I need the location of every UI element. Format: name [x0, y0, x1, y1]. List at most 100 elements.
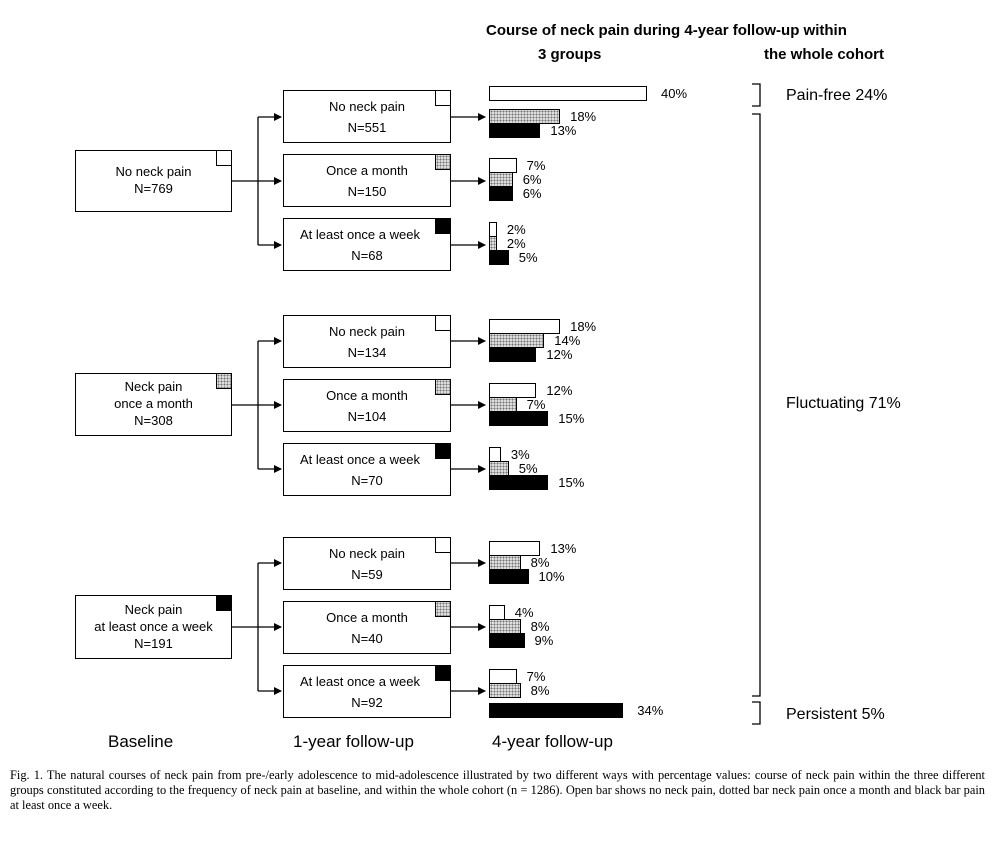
bar-black: [489, 569, 529, 584]
followup-count: N=104: [347, 409, 387, 424]
cohort-fluctuating-label: Fluctuating 71%: [786, 395, 901, 412]
percent-label: 40%: [661, 86, 688, 101]
bar-open: [489, 605, 505, 620]
baseline-count: N=308: [134, 413, 173, 428]
column-label-1-year: 1-year follow-up: [293, 732, 414, 751]
bar-black: [489, 411, 549, 426]
bar-black: [489, 633, 525, 648]
followup-label: No neck pain: [329, 99, 405, 114]
followup-label: Once a month: [326, 163, 408, 178]
bar-open: [489, 669, 517, 684]
percent-label: 12%: [546, 383, 573, 398]
followup-count: N=68: [351, 248, 383, 263]
followup-label: No neck pain: [329, 546, 405, 561]
percent-label: 15%: [558, 475, 585, 490]
baseline-label: once a month: [114, 396, 193, 411]
cohort-pain-free-label: Pain-free 24%: [786, 87, 888, 104]
followup-count: N=134: [347, 345, 387, 360]
percent-label: 3%: [510, 447, 530, 462]
bar-open: [489, 447, 501, 462]
followup-count: N=59: [351, 567, 383, 582]
followup-label: At least once a week: [300, 674, 420, 689]
percent-label: 8%: [530, 683, 550, 698]
percent-label: 4%: [514, 605, 534, 620]
percent-label: 2%: [506, 222, 526, 237]
baseline-label: at least once a week: [94, 618, 213, 634]
baseline-label: Neck pain: [124, 379, 183, 394]
legend-key-icon: [435, 218, 451, 234]
legend-key-icon: [216, 595, 232, 611]
percent-label: 5%: [518, 250, 538, 265]
legend-key-icon: [435, 90, 451, 106]
followup-label: Once a month: [326, 610, 408, 625]
percent-label: 2%: [506, 236, 526, 251]
percent-label: 8%: [530, 619, 550, 634]
legend-key-icon: [435, 601, 451, 617]
percent-label: 10%: [538, 569, 565, 584]
bar-open: [489, 541, 541, 556]
followup-count: N=150: [347, 184, 387, 199]
percent-label: 14%: [554, 333, 581, 348]
legend-key-icon: [435, 154, 451, 170]
bar-open: [489, 158, 517, 173]
figure-caption: Fig. 1. The natural courses of neck pain…: [10, 768, 985, 812]
followup-count: N=551: [347, 120, 387, 135]
bar-dotted: [489, 109, 561, 124]
bar-open: [489, 86, 647, 101]
cohort-persistent-label: Persistent 5%: [786, 706, 885, 723]
followup-count: N=40: [351, 631, 383, 646]
followup-label: Once a month: [326, 388, 408, 403]
bar-dotted: [489, 236, 497, 251]
bar-dotted: [489, 333, 545, 348]
bar-dotted: [489, 683, 521, 698]
percent-label: 13%: [550, 123, 577, 138]
bar-open: [489, 319, 561, 334]
legend-key-icon: [435, 315, 451, 331]
percent-label: 12%: [546, 347, 573, 362]
baseline-count: N=191: [134, 635, 173, 651]
percent-label: 15%: [558, 411, 585, 426]
percent-label: 34%: [637, 703, 664, 718]
bar-black: [489, 703, 624, 718]
percent-label: 18%: [570, 109, 597, 124]
column-label-4-year: 4-year follow-up: [492, 732, 613, 751]
legend-key-icon: [435, 537, 451, 553]
legend-key-icon: [435, 379, 451, 395]
percent-label: 7%: [526, 397, 546, 412]
bar-dotted: [489, 619, 521, 634]
chart-title-cohort: the whole cohort: [764, 46, 884, 63]
baseline-count: N=769: [134, 181, 173, 196]
bar-open: [489, 222, 497, 237]
legend-key-icon: [216, 373, 232, 389]
percent-label: 9%: [534, 633, 554, 648]
bar-black: [489, 475, 549, 490]
percent-label: 5%: [518, 461, 538, 476]
chart-title-groups: 3 groups: [538, 46, 602, 63]
followup-label: At least once a week: [300, 452, 420, 467]
followup-count: N=92: [351, 695, 383, 710]
baseline-label: No neck pain: [115, 164, 192, 179]
column-label-baseline: Baseline: [108, 732, 174, 751]
percent-label: 18%: [570, 319, 597, 334]
bar-black: [489, 123, 541, 138]
percent-label: 8%: [530, 555, 550, 570]
percent-label: 6%: [522, 172, 542, 187]
followup-label: No neck pain: [329, 324, 405, 339]
percent-label: 13%: [550, 541, 577, 556]
bar-dotted: [489, 555, 521, 570]
legend-key-icon: [435, 665, 451, 681]
bar-black: [489, 347, 537, 362]
